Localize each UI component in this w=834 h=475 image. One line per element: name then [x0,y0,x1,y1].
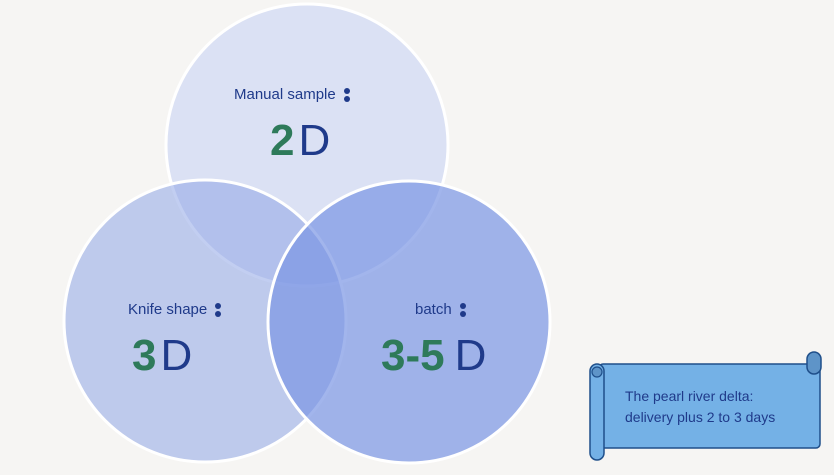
number: 3-5 [381,331,445,380]
label-knife-shape: Knife shape [128,301,222,319]
label-text: Manual sample [234,86,336,103]
label-manual-sample: Manual sample [234,86,350,104]
note-line-2: delivery plus 2 to 3 days [625,409,776,425]
value-knife-shape: 3D [132,331,192,381]
circle-batch [266,179,552,465]
colon-icon [215,301,222,319]
note-line-1: The pearl river delta: [625,388,754,404]
number: 2 [270,116,295,165]
label-batch: batch [415,301,466,319]
scroll-note: The pearl river delta: delivery plus 2 t… [625,386,775,428]
unit: D [160,331,193,380]
colon-icon [343,86,350,104]
label-text: Knife shape [128,301,208,318]
unit: D [298,116,331,165]
unit: D [454,331,487,380]
scroll-banner [589,351,822,461]
value-manual-sample: 2D [270,116,330,166]
number: 3 [132,331,157,380]
colon-icon [459,301,466,319]
label-text: batch [415,301,452,318]
